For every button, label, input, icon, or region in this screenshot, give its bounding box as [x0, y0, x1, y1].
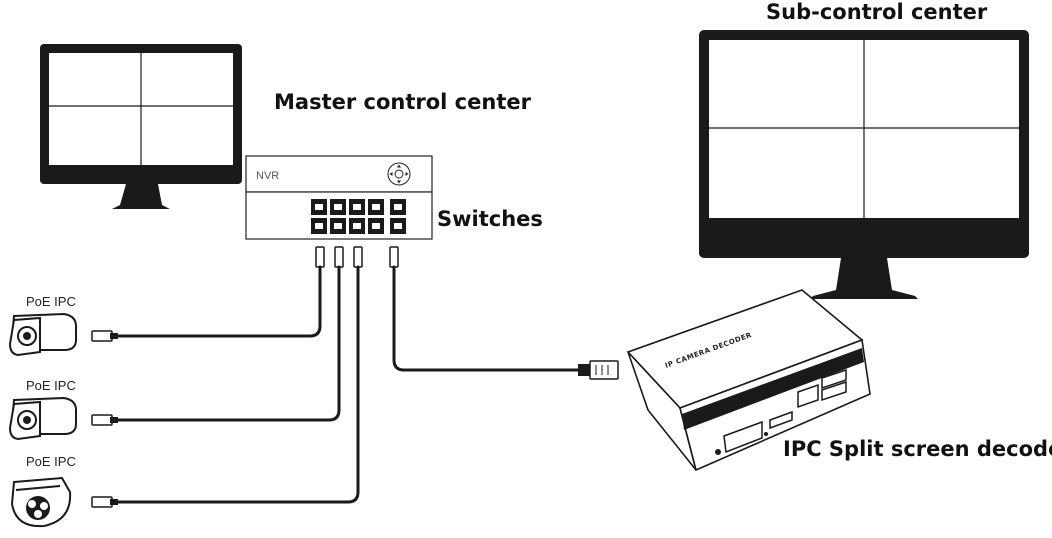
master-monitor — [40, 44, 242, 209]
decoder-connector — [578, 360, 619, 380]
sub-control-monitor — [699, 30, 1029, 299]
master-control-label: Master control center — [274, 90, 532, 114]
switches-label: Switches — [437, 207, 543, 231]
switch-device — [245, 191, 433, 240]
nvr-label: NVR — [256, 170, 279, 182]
poe-camera-1: PoE IPC — [8, 294, 77, 357]
decoder-label: IPC Split screen decoder — [783, 437, 1052, 461]
camera-3-label: PoE IPC — [26, 454, 76, 469]
switch-plugs — [315, 246, 399, 268]
cables — [114, 265, 582, 504]
poe-camera-2: PoE IPC — [8, 378, 77, 441]
camera-2-label: PoE IPC — [26, 378, 76, 393]
sub-control-label: Sub-control center — [766, 0, 988, 24]
camera-connectors — [91, 330, 113, 508]
nvr-device: NVR — [245, 155, 433, 193]
poe-camera-3: PoE IPC — [10, 454, 76, 528]
dpad-icon — [387, 162, 411, 186]
ipc-decoder-device: IP CAMERA DECODER — [626, 289, 871, 472]
camera-1-label: PoE IPC — [26, 294, 76, 309]
